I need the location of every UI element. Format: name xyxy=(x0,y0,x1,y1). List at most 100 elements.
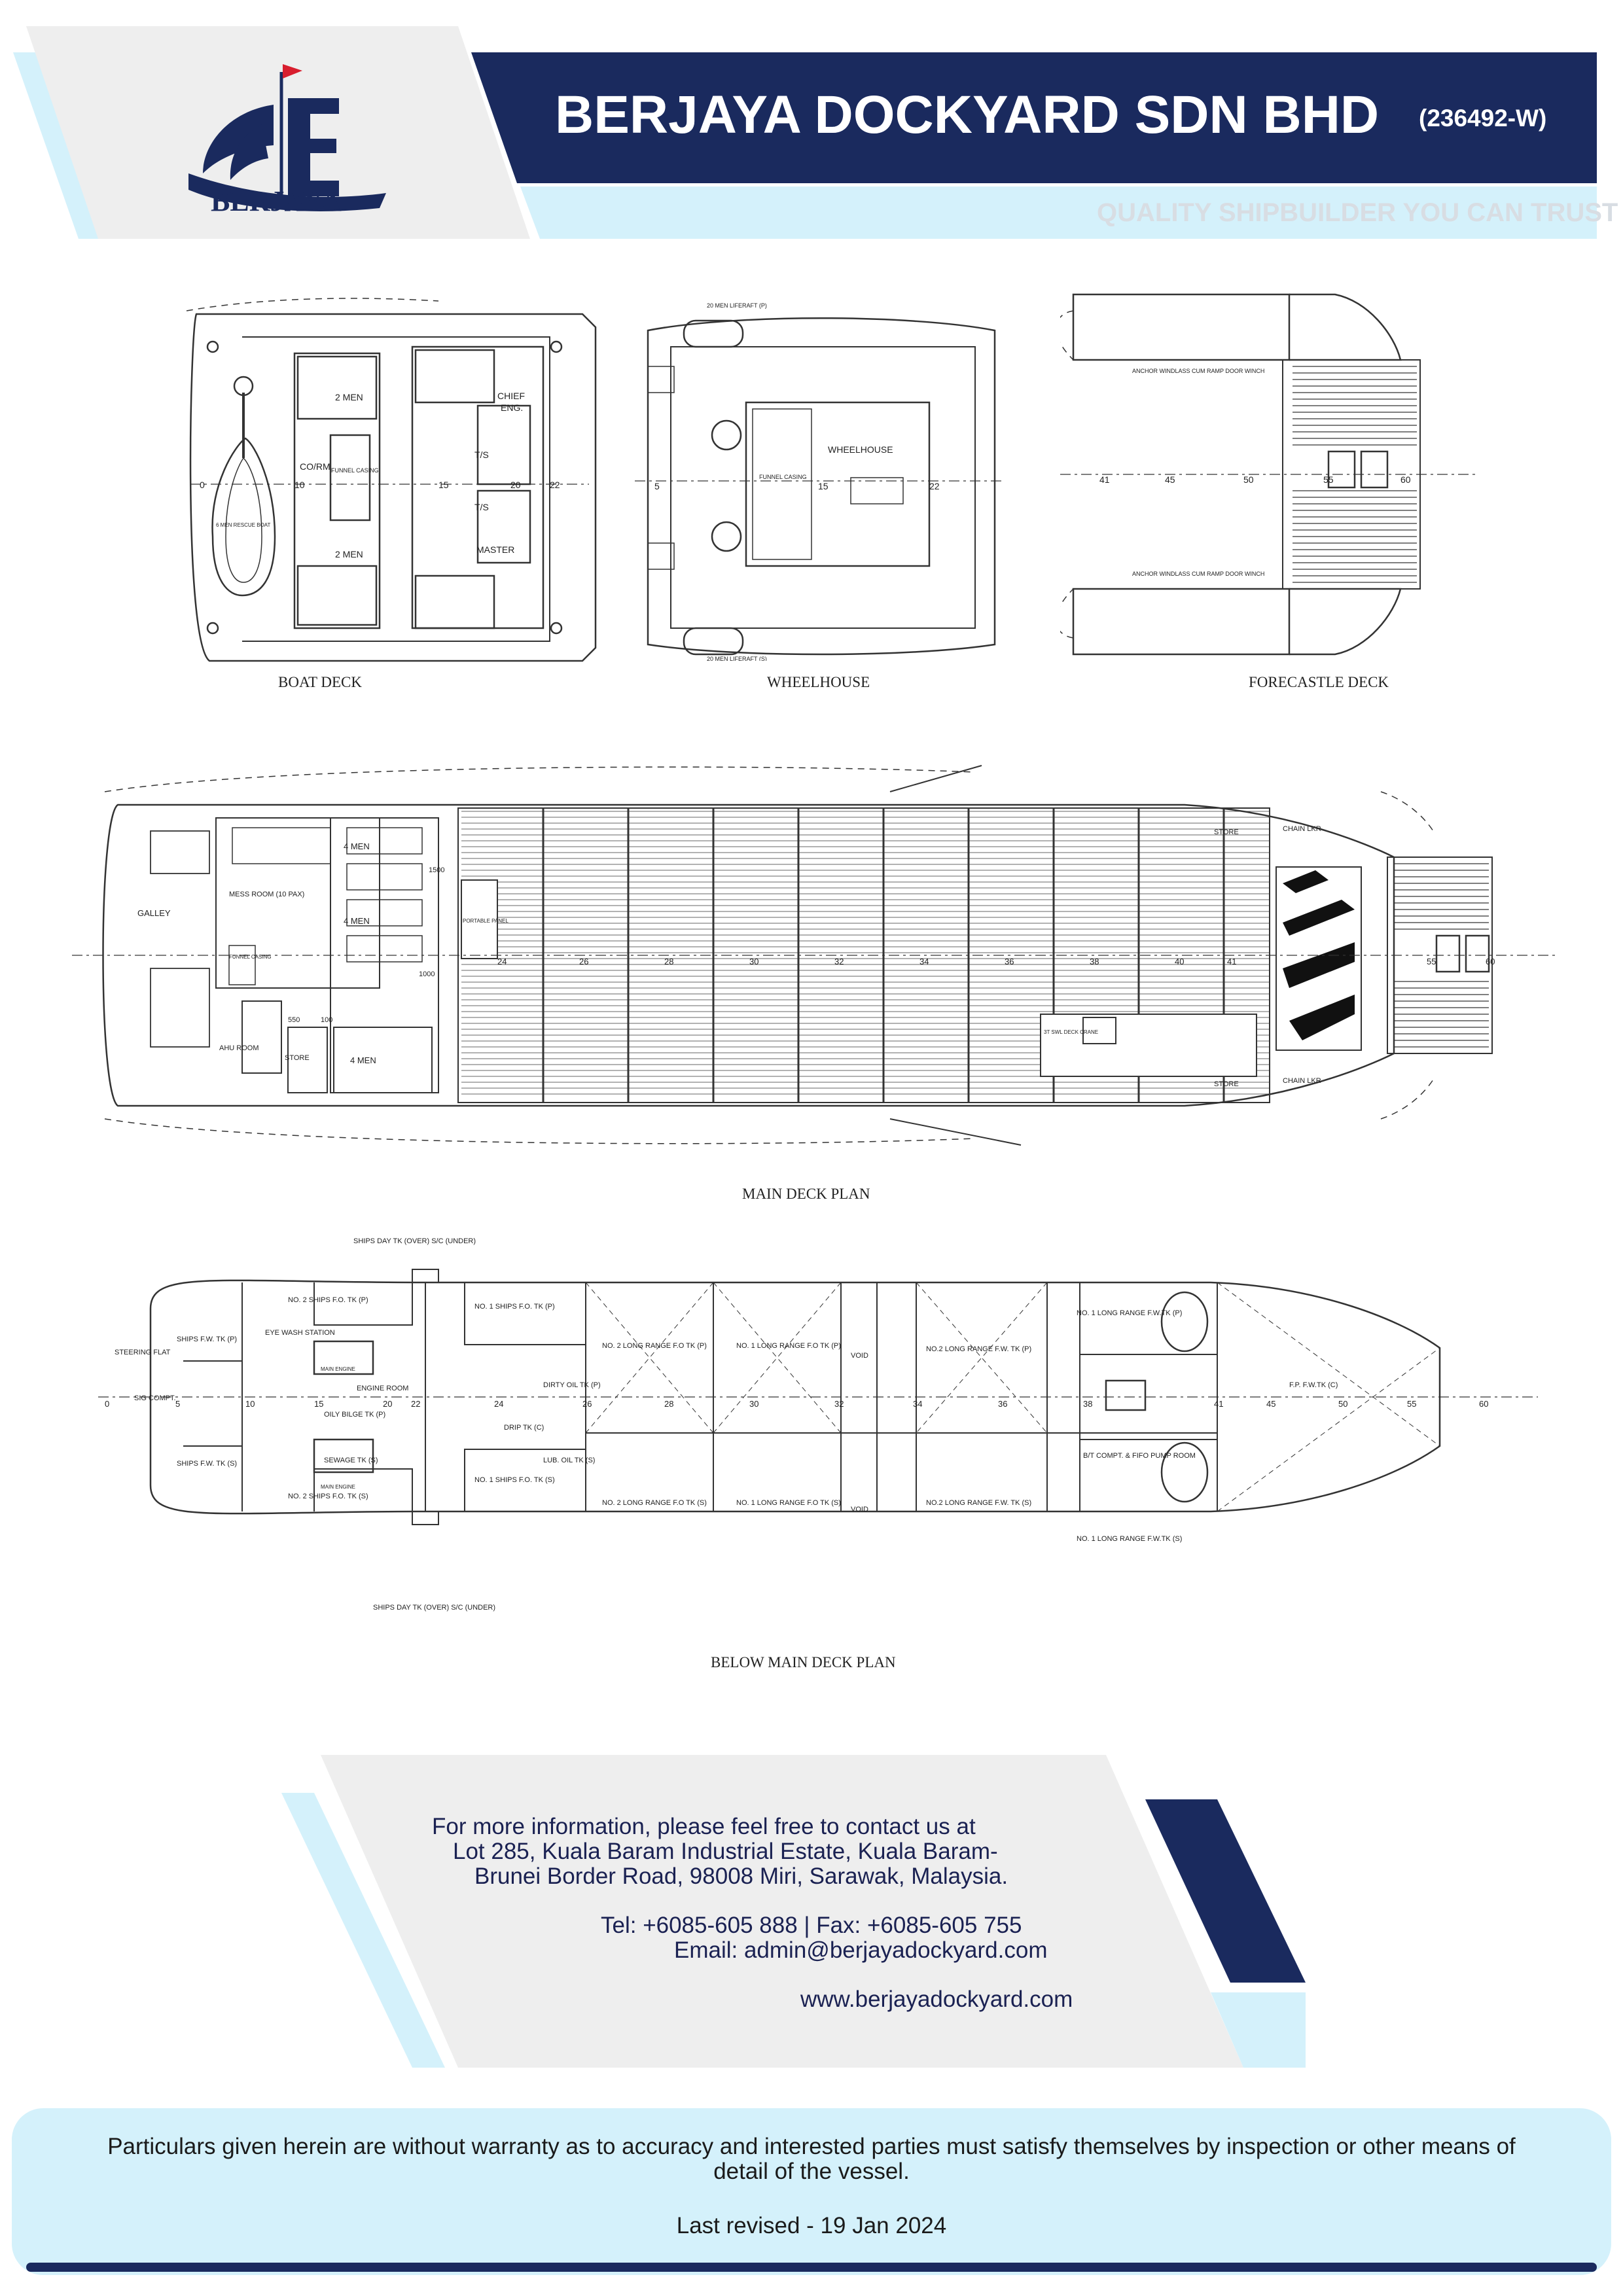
room-label: T/S xyxy=(474,450,489,460)
tank-label: F.P. F.W.TK (C) xyxy=(1289,1381,1338,1389)
room-label: WHEELHOUSE xyxy=(828,444,893,455)
tank-label: LUB. OIL TK (S) xyxy=(543,1457,595,1464)
logo-wordmark: BERJAYA xyxy=(211,185,342,216)
tank-label: NO. 1 SHIPS F.O. TK (S) xyxy=(474,1476,555,1484)
frame-number: 28 xyxy=(664,1399,673,1409)
frame-number: 15 xyxy=(818,481,829,491)
frame-number: 5 xyxy=(175,1399,180,1409)
tank-label: NO. 2 LONG RANGE F.O TK (S) xyxy=(602,1499,707,1507)
tank-label: SHIPS F.W. TK (P) xyxy=(177,1335,237,1343)
frame-number: 41 xyxy=(1227,957,1236,966)
tank-label: MAIN ENGINE xyxy=(321,1366,355,1372)
contact-website-link[interactable]: www.berjayadockyard.com xyxy=(800,1987,1073,2012)
contact-shapes xyxy=(281,1755,1306,2068)
frame-number: 40 xyxy=(1175,957,1184,966)
company-reg-no: (236492-W) xyxy=(1419,105,1547,132)
contact-email-link[interactable]: Email: admin@berjayadockyard.com xyxy=(674,1937,1048,1963)
forecastle-label: FORECASTLE DECK xyxy=(1249,674,1389,690)
room-label: PORTABLE PANEL xyxy=(463,918,508,924)
tank-label: NO. 1 LONG RANGE F.W.TK (P) xyxy=(1077,1309,1182,1317)
room-label: CHIEF xyxy=(497,391,525,401)
room-label: FUNNEL CASING xyxy=(759,474,807,480)
room-label: FUNNEL CASING xyxy=(331,467,379,474)
frame-number: 55 xyxy=(1407,1399,1416,1409)
tank-label: B/T COMPT. & FIFO PUMP ROOM xyxy=(1083,1452,1196,1460)
header-tagline-band xyxy=(520,186,1597,239)
frame-number: 38 xyxy=(1083,1399,1092,1409)
room-label: 6 MEN RESCUE BOAT xyxy=(216,522,271,528)
tank-label: NO.2 LONG RANGE F.W. TK (S) xyxy=(926,1499,1031,1507)
frame-number: 55 xyxy=(1323,474,1334,485)
frame-number: 0 xyxy=(200,480,205,490)
dimension-label: 1500 xyxy=(429,866,444,874)
frame-number: 50 xyxy=(1338,1399,1347,1409)
tank-label: NO. 2 SHIPS F.O. TK (S) xyxy=(288,1492,368,1500)
frame-number: 45 xyxy=(1165,474,1175,485)
frame-number: 34 xyxy=(919,957,929,966)
wheelhouse-label: WHEELHOUSE xyxy=(767,674,870,690)
tagline: QUALITY SHIPBUILDER YOU CAN TRUST xyxy=(1097,198,1618,227)
frame-number: 28 xyxy=(664,957,673,966)
frame-number: 45 xyxy=(1266,1399,1275,1409)
room-label: STORE xyxy=(1214,1080,1239,1088)
tank-label: DRIP TK (C) xyxy=(504,1424,544,1432)
frame-number: 50 xyxy=(1243,474,1254,485)
disclaimer-line-2: detail of the vessel. xyxy=(713,2159,910,2184)
company-name: BERJAYA DOCKYARD SDN BHD xyxy=(555,85,1380,145)
frame-number: 26 xyxy=(579,957,588,966)
room-label: CHAIN LKR xyxy=(1283,1077,1321,1085)
room-label: FUNNEL CASING xyxy=(229,954,272,960)
room-label: STORE xyxy=(1214,828,1239,836)
main-deck-label: MAIN DECK PLAN xyxy=(742,1186,870,1202)
room-label: CO/RM xyxy=(300,461,330,472)
below-deck-label: BELOW MAIN DECK PLAN xyxy=(711,1654,896,1670)
tank-label: MAIN ENGINE xyxy=(321,1484,355,1490)
room-label: MASTER xyxy=(476,544,514,555)
frame-number: 22 xyxy=(929,481,940,491)
tank-label: SEWAGE TK (S) xyxy=(324,1457,378,1464)
header-navy-band xyxy=(471,52,1597,183)
tank-label: VOID xyxy=(851,1352,868,1360)
frame-number: 30 xyxy=(749,1399,758,1409)
header-cyan-stripe xyxy=(13,52,105,239)
frame-number: 15 xyxy=(438,480,449,490)
contact-phone-fax: Tel: +6085-605 888 | Fax: +6085-605 755 xyxy=(601,1913,1022,1938)
contact-address-2: Brunei Border Road, 98008 Miri, Sarawak,… xyxy=(474,1863,1008,1889)
berjaya-logo: BERJAYA xyxy=(188,64,386,216)
liferaft-label: 20 MEN LIFERAFT (P) xyxy=(707,302,767,309)
contact-cyan-stripe-right xyxy=(1211,1992,1306,2068)
frame-number: 20 xyxy=(383,1399,392,1409)
dimension-label: 1000 xyxy=(419,970,435,978)
frame-number: 10 xyxy=(245,1399,255,1409)
frame-number: 36 xyxy=(1005,957,1014,966)
room-label: 2 MEN xyxy=(335,549,363,559)
room-label: 4 MEN xyxy=(350,1055,376,1065)
room-label: ENG. xyxy=(501,402,523,413)
frame-number: 32 xyxy=(834,1399,844,1409)
tank-label: NO. 1 LONG RANGE F.W.TK (S) xyxy=(1077,1535,1182,1543)
header-grey-panel xyxy=(26,26,530,239)
dimension-label: 100 xyxy=(321,1016,332,1024)
contact-address-1: Lot 285, Kuala Baram Industrial Estate, … xyxy=(453,1839,998,1864)
header-shapes xyxy=(13,26,1597,239)
room-label: GALLEY xyxy=(137,908,171,918)
tank-label: SHIPS DAY TK (OVER) S/C (UNDER) xyxy=(353,1237,476,1245)
frame-number: 55 xyxy=(1427,957,1436,966)
frame-number: 26 xyxy=(582,1399,592,1409)
windlass-label: ANCHOR WINDLASS CUM RAMP DOOR WINCH xyxy=(1132,571,1264,577)
tank-label: SHIPS DAY TK (OVER) S/C (UNDER) xyxy=(373,1604,495,1612)
contact-cyan-stripe-left xyxy=(281,1793,445,2068)
tank-label: STEERING FLAT xyxy=(115,1349,171,1356)
tank-label: NO. 1 LONG RANGE F.O TK (S) xyxy=(736,1499,841,1507)
room-label: T/S xyxy=(474,502,489,512)
tank-label: ENGINE ROOM xyxy=(357,1385,408,1392)
tank-label: OILY BILGE TK (P) xyxy=(324,1411,385,1419)
tank-label: SHIPS F.W. TK (S) xyxy=(177,1460,237,1468)
frame-number: 60 xyxy=(1400,474,1411,485)
tank-label: NO. 2 SHIPS F.O. TK (P) xyxy=(288,1296,368,1304)
disclaimer-panel xyxy=(12,2108,1611,2275)
tank-label: DIRTY OIL TK (P) xyxy=(543,1381,601,1389)
tank-label: NO. 2 LONG RANGE F.O TK (P) xyxy=(602,1342,707,1350)
frame-number: 34 xyxy=(913,1399,922,1409)
frame-number: 41 xyxy=(1099,474,1110,485)
